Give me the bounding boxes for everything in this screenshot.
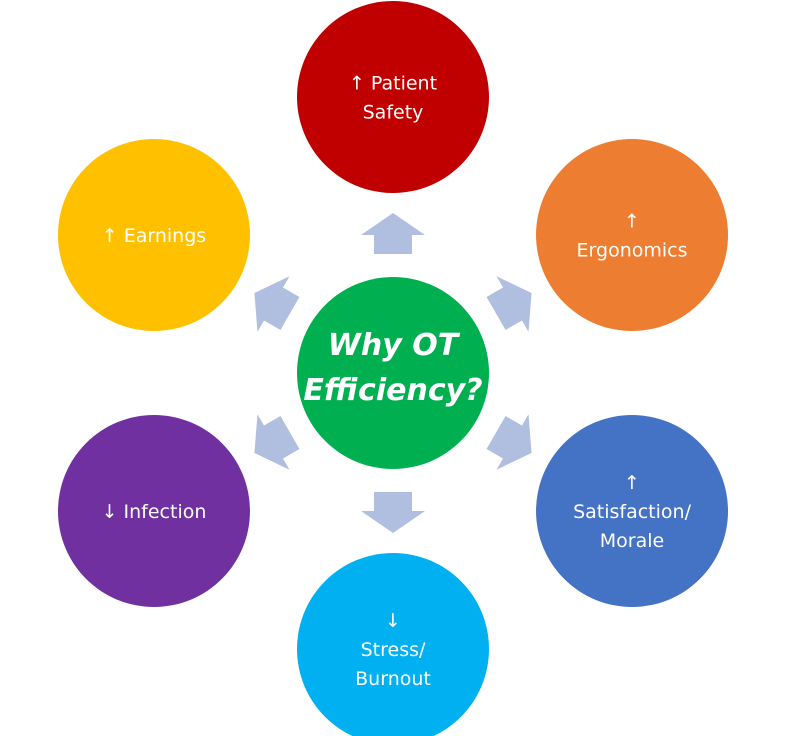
center-label-line-2: Efficiency? (303, 373, 482, 408)
arrow-to-satisfaction-morale (486, 414, 532, 470)
node-circle (297, 1, 489, 193)
node-label-line: ↑ (624, 472, 640, 494)
node-label-line: Ergonomics (577, 240, 688, 262)
arrow-to-ergonomics (486, 276, 532, 332)
node-satisfaction-morale: ↑ Satisfaction/Morale (536, 415, 729, 607)
node-label-line: ↑ Earnings (102, 225, 206, 247)
node-label-line: Safety (363, 102, 424, 124)
center-label-line-1: Why OT (328, 328, 461, 363)
node-circle (57, 139, 250, 331)
node-ergonomics: ↑ Ergonomics (536, 139, 729, 331)
node-circle (536, 415, 729, 607)
arrow-to-earnings (254, 276, 300, 332)
node-infection: ↓ Infection (57, 415, 250, 607)
center-node: Why OT Efficiency? (297, 277, 489, 469)
node-label-line: ↓ (385, 610, 401, 632)
node-label-line: Morale (600, 530, 664, 552)
arrow-to-stress-burnout (361, 492, 425, 533)
node-label-line: Burnout (355, 668, 431, 690)
node-label-line: Satisfaction/ (573, 501, 692, 523)
node-label-line: ↑ Patient (349, 73, 437, 95)
node-circle (57, 415, 250, 607)
node-circle (297, 553, 489, 736)
node-label-line: ↓ Infection (102, 501, 207, 523)
center-circle (297, 277, 489, 469)
arrow-to-patient-safety (361, 213, 425, 254)
node-stress-burnout: ↓ Stress/Burnout (297, 553, 489, 736)
node-circle (536, 139, 729, 331)
arrow-to-infection (254, 414, 300, 470)
node-label-line: Stress/ (361, 639, 426, 661)
node-label-line: ↑ (624, 211, 640, 233)
node-earnings: ↑ Earnings (57, 139, 250, 331)
